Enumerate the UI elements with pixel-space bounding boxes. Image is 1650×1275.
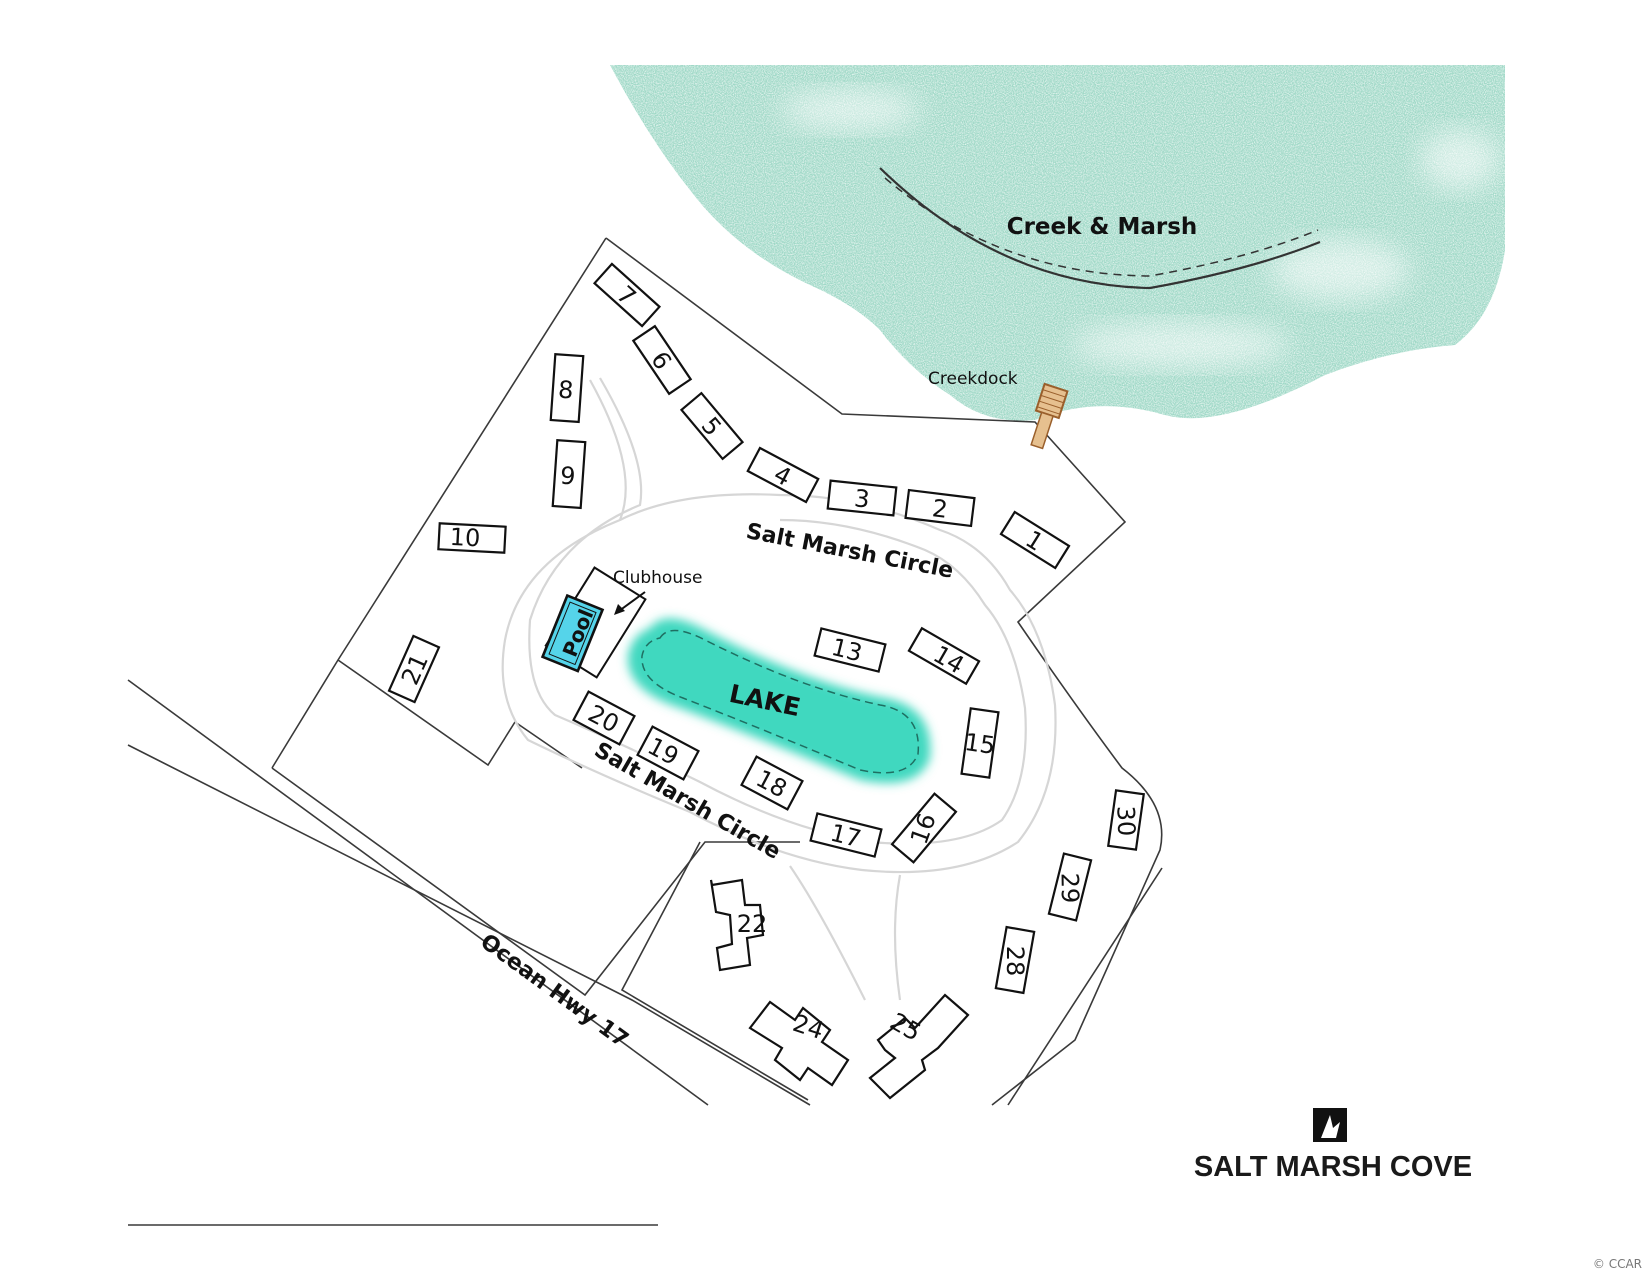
svg-text:10: 10 [449,523,481,553]
building-8[interactable]: 8 [549,352,585,424]
building-22[interactable]: 22 [709,878,768,972]
building-17[interactable]: 17 [809,812,883,858]
svg-text:15: 15 [963,728,997,760]
building-25[interactable]: 25 [868,993,970,1100]
clubhouse-label: Clubhouse [613,568,702,588]
building-2[interactable]: 2 [904,488,976,528]
svg-text:29: 29 [1055,872,1084,903]
svg-text:3: 3 [853,484,871,513]
building-6[interactable]: 6 [631,324,693,396]
svg-text:8: 8 [557,375,574,404]
pool [540,593,605,673]
ocean-highway [127,679,811,1226]
building-18[interactable]: 18 [740,755,804,811]
marsh-area [610,65,1505,421]
building-29[interactable]: 29 [1046,852,1095,922]
marsh-label: Creek & Marsh [1007,214,1198,240]
street-label-upper: Salt Marsh Circle [744,519,955,584]
building-3[interactable]: 3 [826,479,898,517]
building-24[interactable]: 24 [748,1000,850,1087]
salt-marsh-cove-logo: SALT MARSH COVE [1194,1108,1472,1183]
building-10[interactable]: 10 [437,522,507,554]
building-16[interactable]: 16 [889,791,960,865]
svg-text:2: 2 [931,494,950,524]
building-20[interactable]: 20 [572,690,636,746]
svg-text:22: 22 [737,910,768,938]
svg-text:28: 28 [1001,946,1029,977]
building-1[interactable]: 1 [999,510,1071,570]
dock-label: Creekdock [928,369,1018,389]
creek-dock [1030,382,1069,450]
property-boundary [605,237,1163,1106]
building-15[interactable]: 15 [960,707,1000,779]
building-7[interactable]: 7 [592,262,662,328]
building-28[interactable]: 28 [993,925,1036,995]
highway-label: Ocean Hwy 17 [476,929,633,1053]
svg-text:9: 9 [559,461,576,490]
building-4[interactable]: 4 [746,446,820,504]
clubhouse-arrow [618,591,646,612]
logo-text: SALT MARSH COVE [1194,1151,1472,1183]
building-13[interactable]: 13 [813,627,887,673]
building-30[interactable]: 30 [1106,789,1146,851]
building-14[interactable]: 14 [907,626,981,686]
building-9[interactable]: 9 [551,438,587,510]
copyright-text: © CCAR [1593,1257,1642,1271]
svg-text:30: 30 [1111,805,1140,837]
lake [627,618,931,784]
building-21[interactable]: 21 [387,634,441,704]
building-5[interactable]: 5 [679,391,745,461]
